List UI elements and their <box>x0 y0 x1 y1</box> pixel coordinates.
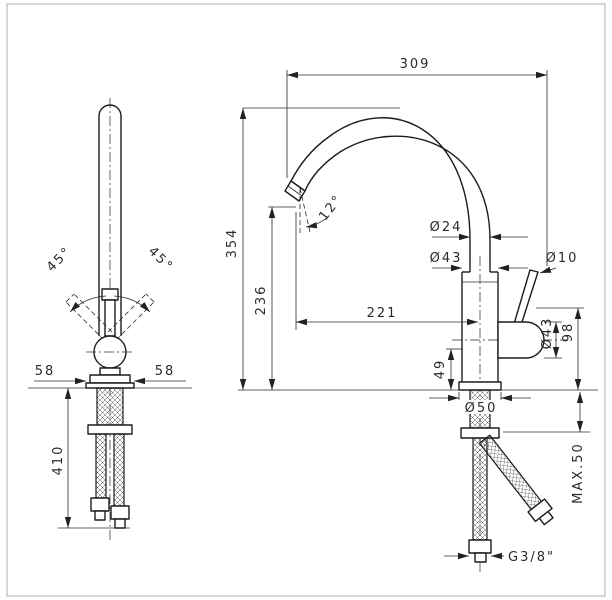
hose-tip-right <box>114 518 126 529</box>
dim-body-dia: Ø43 <box>430 251 528 272</box>
side-hose-nut <box>468 539 492 554</box>
side-hose-straight <box>472 437 488 541</box>
swivel-right-label: 45° <box>145 244 176 275</box>
dim-base-dia: Ø50 <box>429 392 531 416</box>
dim-hose-length: 410 <box>51 388 130 529</box>
base-right-label: 58 <box>155 364 176 379</box>
front-hose-left <box>95 433 107 499</box>
inlet-thread-label: G3/8" <box>508 550 555 565</box>
swivel-arc-right <box>113 295 151 313</box>
front-handle-stem <box>104 299 116 337</box>
side-base-flange <box>458 381 502 391</box>
dim-base-left: 58 <box>34 364 86 385</box>
reach-label: 221 <box>367 306 398 321</box>
front-base-flange <box>89 374 131 384</box>
gooseneck-spout <box>284 117 491 272</box>
dim-reach: 221 <box>295 212 478 330</box>
front-spout-column <box>98 104 122 336</box>
side-hose-tip <box>474 552 487 563</box>
hose-tip-left <box>94 510 106 521</box>
dim-overall-height: 354 <box>225 107 400 390</box>
base-left-label: 58 <box>35 364 56 379</box>
handle-dia-label: Ø43 <box>540 317 555 350</box>
body-dia-label: Ø43 <box>430 251 463 266</box>
hose-nut-right <box>110 505 130 520</box>
front-base-plate <box>85 382 135 389</box>
dim-max-deck: MAX.50 <box>503 392 590 504</box>
dim-handle-dia: Ø43 <box>540 317 562 359</box>
handle-height-label: 98 <box>561 322 576 343</box>
dim-lever-dia: Ø10 <box>539 251 579 274</box>
handle-body <box>497 321 545 359</box>
side-under-counter <box>460 389 554 563</box>
front-neck <box>99 367 121 376</box>
outlet-height-label: 236 <box>254 285 269 316</box>
dim-base-right: 58 <box>134 364 186 385</box>
swivel-left-label: 45° <box>44 244 75 275</box>
overall-width-label: 309 <box>400 57 431 72</box>
side-mounting-nut <box>460 427 500 439</box>
max-deck-label: MAX.50 <box>571 442 586 504</box>
dim-outlet-height: 236 <box>254 206 296 390</box>
spout-dia-label: Ø24 <box>430 220 463 235</box>
swivel-arc-left <box>69 295 107 313</box>
hose-nut-left <box>90 497 110 512</box>
dim-spout-dia: Ø24 <box>430 220 528 241</box>
dim-inlet-thread: G3/8" <box>444 550 555 565</box>
front-hose-right <box>113 433 125 507</box>
overall-height-label: 354 <box>225 228 240 259</box>
front-mounting-washer <box>87 424 133 435</box>
front-supply-hoses <box>87 387 133 529</box>
side-handle <box>497 269 545 359</box>
page-border <box>6 3 606 597</box>
side-view: 12° 309 354 236 Ø24 <box>225 57 598 574</box>
dim-outlet-angle: 12° <box>299 187 346 234</box>
front-view: 45° 45° 58 58 <box>28 98 192 540</box>
handle-lever <box>513 269 539 325</box>
deck-step-label: 49 <box>433 359 448 380</box>
dim-handle-height: 98 <box>536 307 584 390</box>
lever-dia-label: Ø10 <box>546 251 579 266</box>
base-dia-label-bg <box>458 400 504 414</box>
front-handle-knob <box>101 288 119 301</box>
front-threaded-shank <box>96 387 124 426</box>
outlet-angle-label: 12° <box>316 192 346 224</box>
dim-overall-width: 309 <box>286 57 548 266</box>
hose-length-label: 410 <box>51 445 66 476</box>
dim-deck-step: 49 <box>433 348 462 390</box>
base-dia-label: Ø50 <box>465 401 498 416</box>
side-hose-angled <box>478 434 554 526</box>
